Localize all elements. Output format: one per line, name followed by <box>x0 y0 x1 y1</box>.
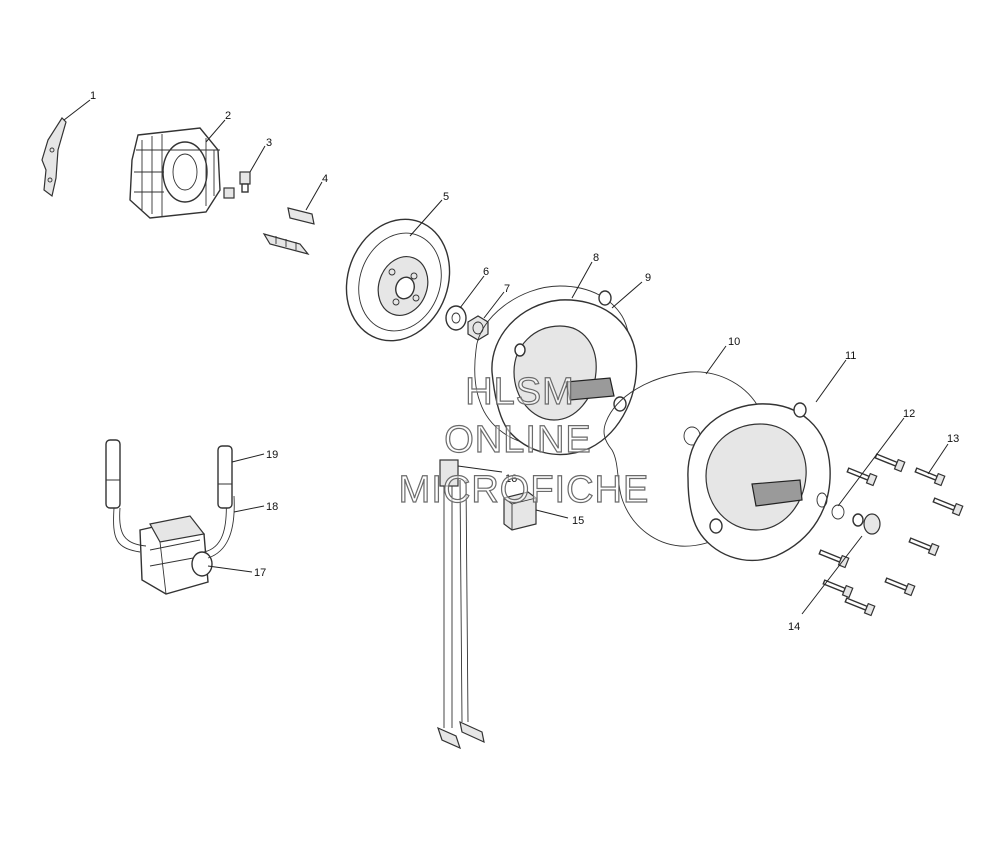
callout-19: 19 <box>266 449 278 461</box>
part-16-cable[interactable] <box>437 459 485 750</box>
part-3-screw[interactable] <box>223 171 251 199</box>
watermark-line-3: MICROFICHE <box>399 469 650 511</box>
part-1-bracket[interactable] <box>41 117 67 198</box>
part-15-block[interactable] <box>503 491 537 531</box>
callout-15: 15 <box>572 515 584 527</box>
part-4-connectors[interactable] <box>262 207 315 256</box>
callout-14: 14 <box>788 621 800 633</box>
part-19-boots[interactable] <box>105 439 233 509</box>
callout-2: 2 <box>225 110 231 122</box>
watermark: HLSM ONLINE MICROFICHE <box>398 370 650 511</box>
callout-9: 9 <box>645 272 651 284</box>
part-12-grommet[interactable] <box>831 504 881 535</box>
part-6-washer[interactable] <box>445 305 467 331</box>
callout-16: 16 <box>505 473 517 485</box>
part-2-stator[interactable] <box>129 127 221 219</box>
part-7-nut[interactable] <box>467 315 489 341</box>
part-14-bolts[interactable] <box>818 547 916 617</box>
part-11-outer-cover[interactable] <box>687 402 831 561</box>
callout-11: 11 <box>845 350 856 362</box>
callout-numbers: 1 2 3 4 5 6 7 8 9 10 11 12 13 14 15 16 1… <box>90 90 959 633</box>
callout-17: 17 <box>254 567 266 579</box>
callout-7: 7 <box>504 283 510 295</box>
callout-6: 6 <box>483 266 489 278</box>
part-13-bolts[interactable] <box>846 451 964 557</box>
callout-10: 10 <box>728 336 740 348</box>
callout-3: 3 <box>266 137 272 149</box>
callout-8: 8 <box>593 252 599 264</box>
part-9-stator-cover[interactable] <box>491 290 638 456</box>
callout-1: 1 <box>90 90 96 102</box>
callout-12: 12 <box>903 408 915 420</box>
part-5-flywheel[interactable] <box>330 205 466 356</box>
watermark-line-2: ONLINE <box>444 419 591 461</box>
callout-5: 5 <box>443 191 449 203</box>
callout-13: 13 <box>947 433 959 445</box>
leader-lines <box>63 99 949 615</box>
callout-4: 4 <box>322 173 328 185</box>
part-17-regulator[interactable] <box>139 515 213 595</box>
watermark-line-1: HLSM <box>465 371 575 413</box>
callout-18: 18 <box>266 501 278 513</box>
